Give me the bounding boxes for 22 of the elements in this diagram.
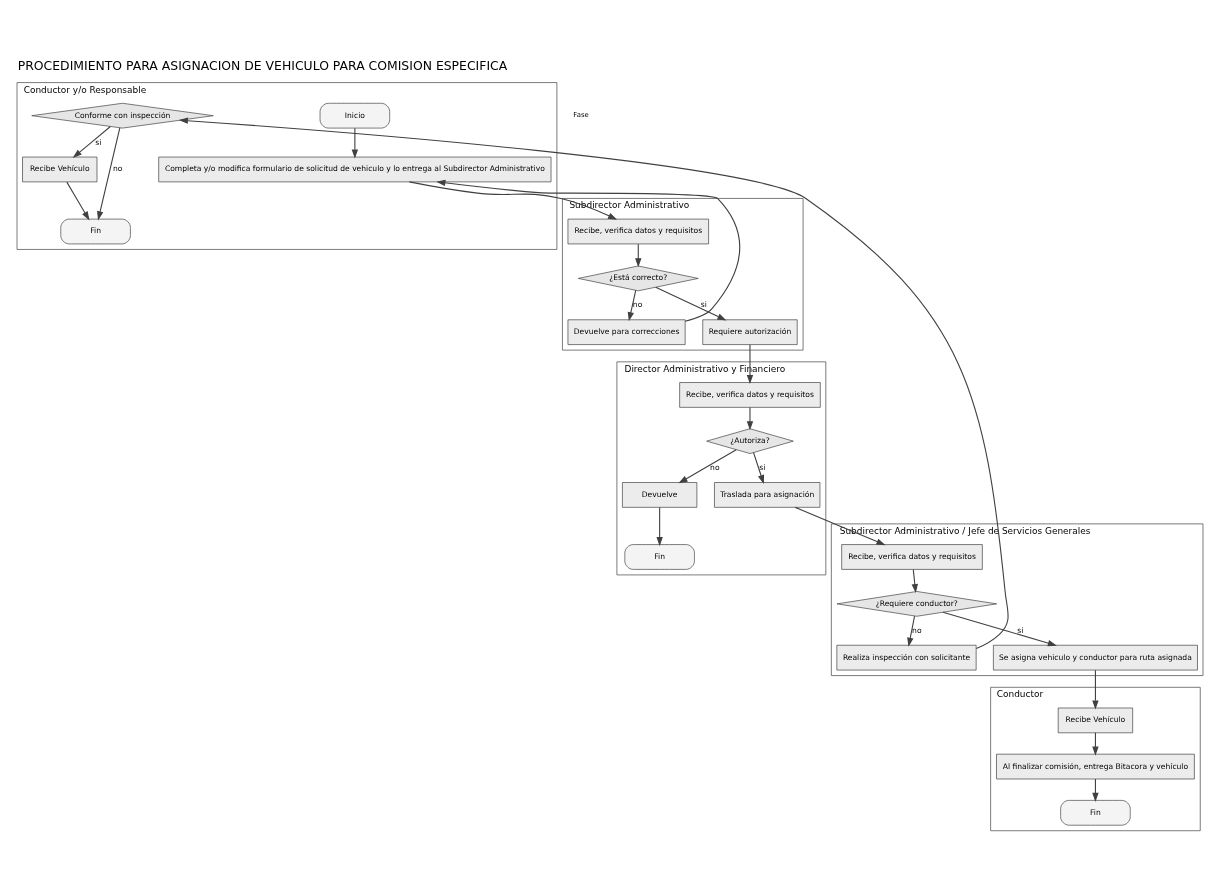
- arrow: [408, 180, 618, 220]
- arrow: [753, 451, 765, 484]
- arrow: [656, 506, 663, 546]
- arrow: [351, 127, 359, 159]
- diagram-title: PROCEDIMIENTO PARA ASIGNACION DE VEHICULO PARA COMISION ESPECIFICA: [17, 57, 508, 73]
- arrow: [1092, 778, 1099, 802]
- arrow: [746, 343, 754, 384]
- arrow: [942, 611, 1057, 646]
- arrow: [911, 568, 918, 593]
- arrow: [655, 286, 727, 320]
- arrow: [794, 506, 886, 545]
- arrow: [746, 406, 754, 430]
- arrow: [97, 126, 121, 220]
- arrow: [178, 117, 1009, 649]
- arrow: [678, 448, 737, 483]
- arrow: [907, 615, 916, 647]
- arrow: [627, 289, 637, 321]
- arrow: [72, 125, 111, 158]
- arrow: [436, 179, 741, 322]
- arrow: [1092, 669, 1099, 710]
- arrow: [66, 181, 90, 220]
- arrow: [1092, 731, 1099, 756]
